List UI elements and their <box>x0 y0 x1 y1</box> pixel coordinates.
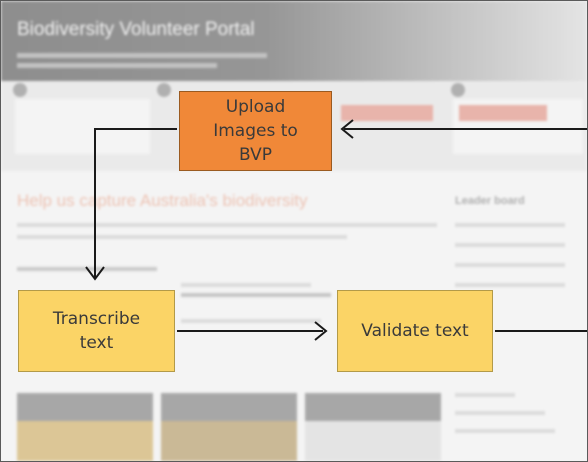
step-number-icon <box>157 83 171 97</box>
node-transcribe-text: Transcribe text <box>18 290 175 372</box>
step-column <box>15 99 150 154</box>
step-button <box>459 105 547 121</box>
sidebar-title: Leader board <box>455 195 525 207</box>
node-upload-images: Upload Images to BVP <box>179 91 332 171</box>
text-line <box>17 235 347 239</box>
banner-subtitle-line <box>17 53 267 58</box>
node-validate-text: Validate text <box>337 290 493 372</box>
sidebar-row <box>455 429 555 433</box>
portal-heading: Help us capture Australia's biodiversity <box>17 191 308 210</box>
sidebar-row <box>455 243 565 247</box>
node-label: Transcribe text <box>52 309 141 353</box>
text-line <box>181 319 321 323</box>
text-line <box>181 283 311 287</box>
expedition-tile-image <box>161 421 297 461</box>
expedition-tile-image <box>17 421 153 461</box>
node-label: Upload Images to BVP <box>213 97 298 165</box>
arrowhead-icon <box>314 321 328 341</box>
step-button <box>341 105 433 121</box>
expedition-tile-image <box>305 421 441 461</box>
arrowhead-icon <box>85 266 105 281</box>
edge-upload-to-transcribe <box>94 128 177 278</box>
text-line <box>17 223 437 227</box>
step-number-icon <box>451 83 465 97</box>
node-label: Validate text <box>361 321 469 341</box>
sidebar-row <box>455 393 515 397</box>
arrowhead-icon <box>340 119 354 139</box>
step-number-icon <box>13 83 27 97</box>
sidebar-row <box>455 263 565 267</box>
sidebar-row <box>455 283 565 287</box>
portal-title: Biodiversity Volunteer Portal <box>17 19 255 40</box>
sidebar-row <box>455 223 565 227</box>
text-line <box>181 293 331 297</box>
banner-subtitle-line <box>17 63 217 68</box>
sidebar-row <box>455 411 545 415</box>
